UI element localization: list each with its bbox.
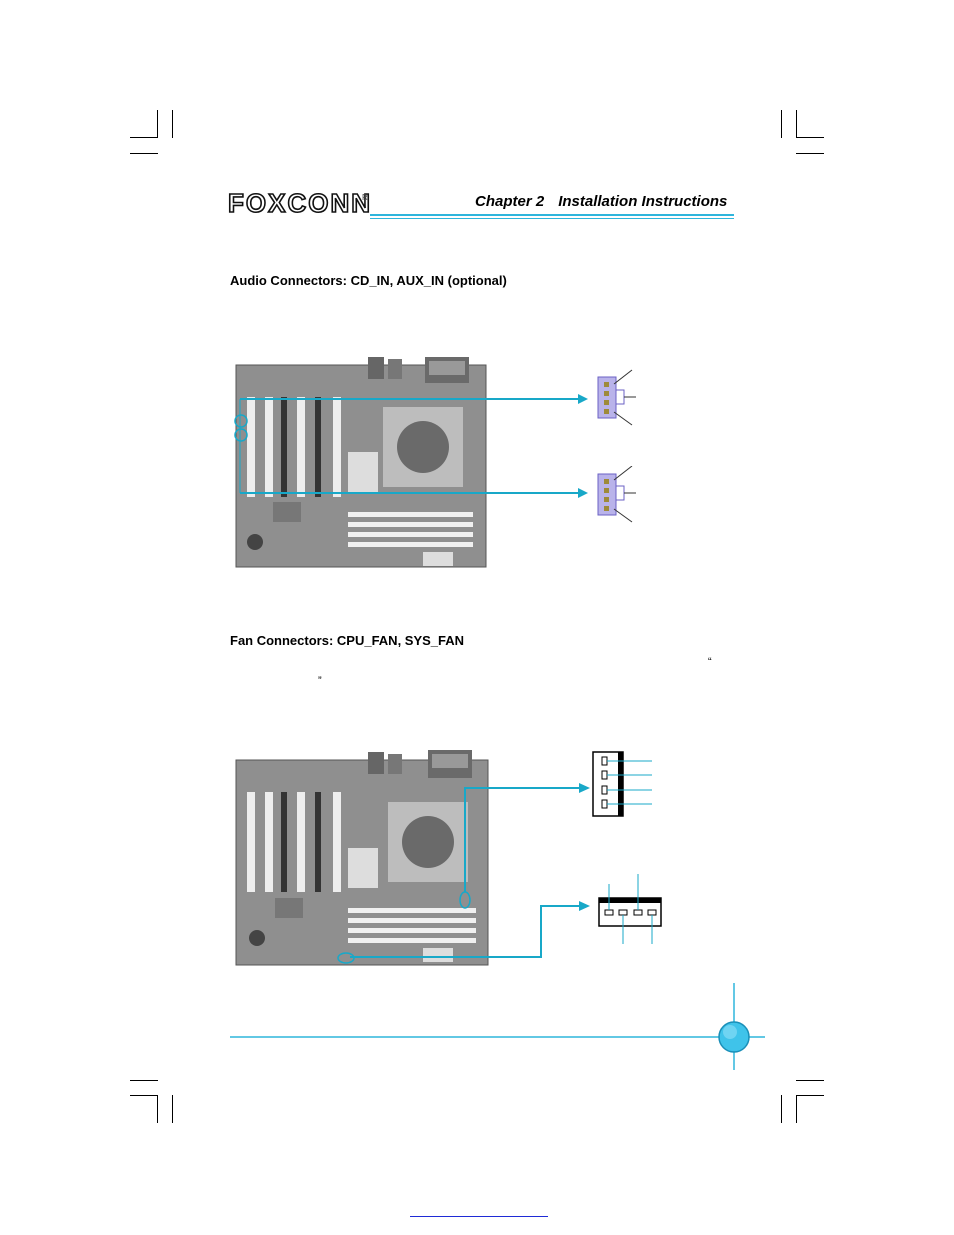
footer-link[interactable] bbox=[410, 1216, 548, 1217]
registered-mark: R bbox=[362, 193, 368, 202]
audio-section-heading: Audio Connectors: CD_IN, AUX_IN (optiona… bbox=[230, 273, 507, 288]
cd-in-connector-diagram bbox=[597, 369, 636, 426]
chapter-title: Installation Instructions bbox=[558, 193, 728, 210]
sys-fan-connector-diagram bbox=[598, 874, 662, 944]
header-rule bbox=[370, 214, 734, 216]
header-rule-thin bbox=[370, 218, 734, 219]
cpu-fan-connector-diagram bbox=[592, 751, 652, 817]
aux-in-connector-diagram bbox=[597, 466, 636, 523]
close-quote: ” bbox=[318, 675, 322, 687]
open-quote: “ bbox=[708, 656, 712, 668]
brand-logo: FOXCONN bbox=[227, 188, 372, 218]
fan-section-heading: Fan Connectors: CPU_FAN, SYS_FAN bbox=[230, 633, 465, 648]
chapter-label: Chapter 2 bbox=[475, 193, 545, 210]
chapter-heading: Chapter 2 Installation Instructions bbox=[475, 193, 727, 210]
motherboard-photo-fan bbox=[235, 750, 489, 966]
